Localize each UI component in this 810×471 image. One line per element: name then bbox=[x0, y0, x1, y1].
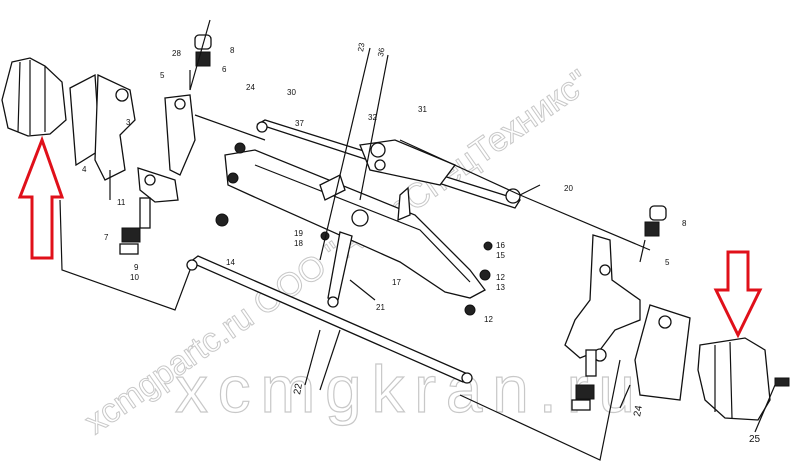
label-36: 36 bbox=[376, 46, 387, 57]
label-8: 8 bbox=[230, 46, 235, 55]
label-8b: 8 bbox=[682, 219, 687, 228]
right-wheel-hub bbox=[697, 337, 790, 421]
label-19: 19 bbox=[294, 229, 303, 238]
label-5: 5 bbox=[160, 71, 165, 80]
right-upper-kingpin bbox=[639, 205, 667, 263]
left-steering-knuckle bbox=[94, 73, 196, 203]
label-10: 10 bbox=[130, 273, 139, 282]
label-22: 22 bbox=[292, 382, 305, 395]
label-5b: 5 bbox=[665, 258, 670, 267]
label-31: 31 bbox=[418, 105, 427, 114]
assembly-outline bbox=[59, 19, 776, 461]
label-9: 9 bbox=[134, 263, 139, 272]
label-24: 24 bbox=[632, 404, 645, 417]
label-3: 3 bbox=[126, 118, 131, 127]
label-7: 7 bbox=[104, 233, 109, 242]
label-12b: 12 bbox=[484, 315, 493, 324]
label-6: 6 bbox=[222, 65, 227, 74]
label-13: 13 bbox=[496, 283, 505, 292]
label-15: 15 bbox=[496, 251, 505, 260]
left-lower-kingpin bbox=[119, 197, 151, 255]
label-28: 28 bbox=[172, 49, 181, 58]
drag-link bbox=[327, 209, 369, 308]
label-32: 32 bbox=[368, 113, 377, 122]
right-steering-knuckle bbox=[564, 234, 691, 401]
down-arrow-icon bbox=[713, 250, 763, 339]
part-labels: 23 36 22 21 24 25 12 12 13 15 16 17 14 3… bbox=[82, 41, 761, 445]
label-12: 12 bbox=[496, 273, 505, 282]
label-20: 20 bbox=[564, 184, 573, 193]
label-11: 11 bbox=[117, 198, 126, 207]
label-24b: 24 bbox=[246, 83, 255, 92]
label-21: 21 bbox=[376, 303, 385, 312]
right-lower-kingpin bbox=[571, 349, 597, 411]
label-25: 25 bbox=[749, 434, 761, 445]
label-17: 17 bbox=[392, 278, 401, 287]
left-wheel-hub bbox=[1, 57, 101, 167]
label-16: 16 bbox=[496, 241, 505, 250]
tie-rod-lower bbox=[186, 255, 473, 384]
label-23: 23 bbox=[356, 41, 367, 52]
cylinder-rod bbox=[359, 139, 457, 186]
label-37: 37 bbox=[295, 119, 304, 128]
label-30: 30 bbox=[287, 88, 296, 97]
left-upper-kingpin bbox=[189, 34, 212, 90]
up-arrow-icon bbox=[17, 135, 65, 260]
label-4: 4 bbox=[82, 165, 87, 174]
label-14: 14 bbox=[226, 258, 235, 267]
label-18: 18 bbox=[294, 239, 303, 248]
watermark-site: xcmgkran.ru bbox=[175, 352, 635, 426]
